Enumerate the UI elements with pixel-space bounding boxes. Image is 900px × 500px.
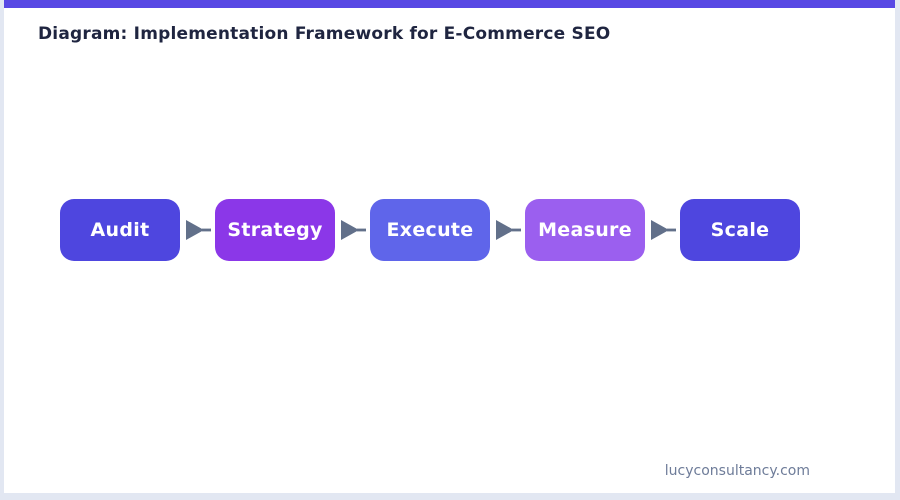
flow-node-audit: Audit — [60, 199, 180, 261]
flow-node-strategy: Strategy — [215, 199, 335, 261]
flow-node-scale: Scale — [680, 199, 800, 261]
footer-domain-text: lucyconsultancy.com — [664, 463, 810, 479]
arrow-right-icon — [185, 220, 211, 240]
flow-arrow — [490, 217, 525, 243]
arrow-right-icon — [340, 220, 366, 240]
flow-arrow — [645, 217, 680, 243]
top-accent-bar — [4, 0, 895, 8]
flow-arrow — [335, 217, 370, 243]
page-title: Diagram: Implementation Framework for E-… — [38, 24, 611, 44]
flow-diagram: Audit Strategy Execute Measure — [60, 199, 800, 261]
flow-node-execute: Execute — [370, 199, 490, 261]
flow-arrow — [180, 217, 215, 243]
arrow-right-icon — [650, 220, 676, 240]
arrow-right-icon — [495, 220, 521, 240]
flow-node-measure: Measure — [525, 199, 645, 261]
